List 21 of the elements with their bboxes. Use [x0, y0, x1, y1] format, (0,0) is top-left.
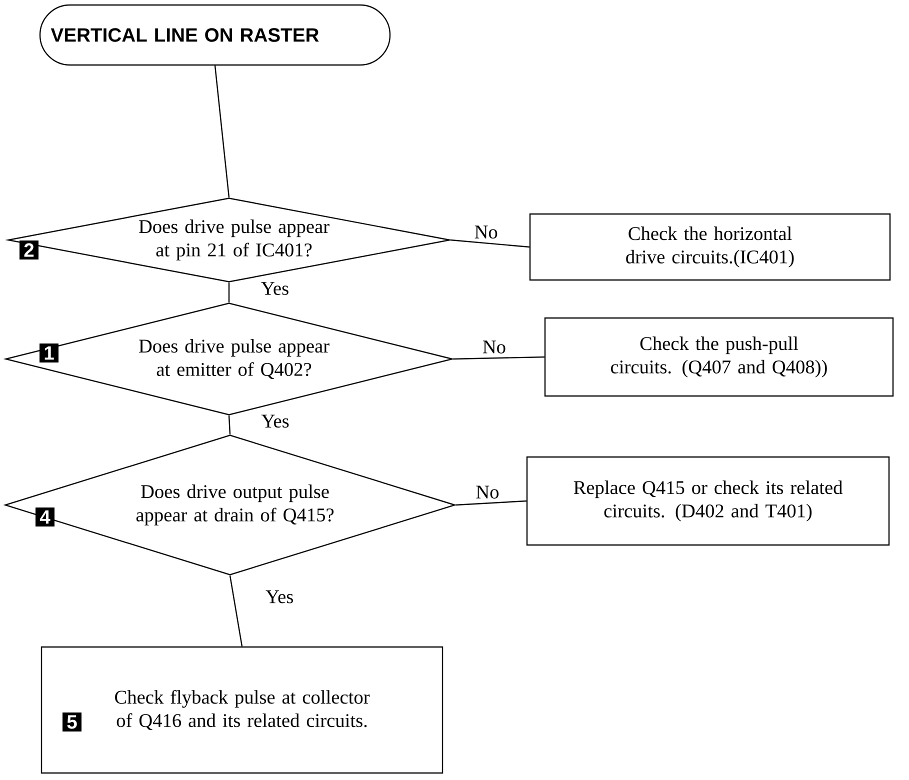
number-badge: 5 — [62, 712, 82, 732]
connector-line — [450, 239, 530, 248]
edge-label: Yes — [264, 589, 295, 605]
connector-line — [453, 356, 544, 360]
number-badge: 4 — [36, 508, 54, 526]
process-box: Check the push-pull circuits. (Q407 and Q408)) — [544, 317, 894, 397]
edge-label: No — [472, 224, 500, 240]
connector-line — [214, 66, 230, 198]
edge-label: Yes — [260, 280, 290, 296]
connector-line — [228, 416, 231, 434]
number-badge: 2 — [20, 240, 38, 260]
process-box: Replace Q415 or check its related circuits. (D402 and T401) — [526, 456, 890, 546]
connector-line — [228, 282, 230, 302]
edge-label: No — [474, 484, 501, 500]
terminal-box: VERTICAL LINE ON RASTER — [39, 4, 391, 66]
process-box: Check the horizontal drive circuits.(IC401) — [529, 213, 891, 281]
connector-line — [229, 576, 243, 646]
edge-label: Yes — [260, 413, 291, 429]
connector-line — [456, 500, 526, 506]
edge-label: No — [481, 339, 508, 355]
number-badge: 1 — [40, 344, 58, 362]
